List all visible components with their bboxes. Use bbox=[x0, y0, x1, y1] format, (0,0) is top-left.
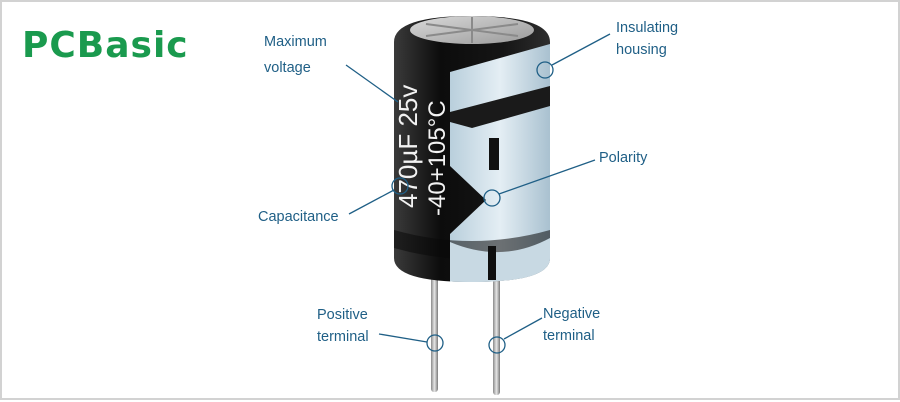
callout-lines bbox=[345, 33, 611, 354]
positive-terminal-line1: Positive bbox=[317, 307, 368, 323]
polarity-line1: Polarity bbox=[599, 150, 648, 166]
polarity-leader bbox=[498, 159, 596, 195]
insulating-housing-line2: housing bbox=[616, 42, 667, 58]
max-voltage-label: Maximum voltage bbox=[264, 31, 327, 79]
logo-wordmark: PCBasic bbox=[22, 25, 189, 66]
insulating-housing-marker bbox=[536, 61, 554, 79]
negative-lead bbox=[493, 270, 500, 395]
positive-terminal-line2: terminal bbox=[317, 329, 369, 345]
capacitance-leader bbox=[348, 189, 395, 215]
negative-terminal-line2: terminal bbox=[543, 328, 595, 344]
pcbasic-logo: PCBasic bbox=[22, 25, 189, 66]
max-voltage-line1: Maximum bbox=[264, 34, 327, 50]
capacitance-label: Capacitance bbox=[258, 206, 339, 228]
positive-terminal-leader bbox=[378, 333, 428, 343]
marking-value: 470µF 25v bbox=[393, 85, 423, 208]
marking-temperature: -40+105°C bbox=[424, 100, 451, 216]
capacitance-line1: Capacitance bbox=[258, 209, 339, 225]
negative-terminal-marker bbox=[488, 336, 506, 354]
insulating-housing-leader bbox=[551, 33, 611, 66]
positive-terminal-marker bbox=[426, 334, 444, 352]
insulating-housing-label: Insulating housing bbox=[616, 17, 678, 61]
negative-terminal-leader bbox=[503, 317, 543, 340]
negative-terminal-line1: Negative bbox=[543, 306, 601, 322]
max-voltage-leader bbox=[345, 64, 399, 103]
polarity-marker bbox=[483, 189, 501, 207]
capacitance-marker bbox=[391, 177, 409, 195]
polarity-minus-mark bbox=[489, 138, 499, 170]
positive-lead bbox=[431, 272, 438, 392]
negative-terminal-label: Negative terminal bbox=[543, 303, 600, 347]
polarity-label: Polarity bbox=[599, 147, 647, 169]
capacitor-body: 470µF 25v -40+105°C bbox=[393, 16, 550, 282]
insulating-housing-line1: Insulating bbox=[616, 20, 679, 36]
max-voltage-line2: voltage bbox=[264, 60, 311, 76]
positive-terminal-label: Positive terminal bbox=[317, 304, 369, 348]
